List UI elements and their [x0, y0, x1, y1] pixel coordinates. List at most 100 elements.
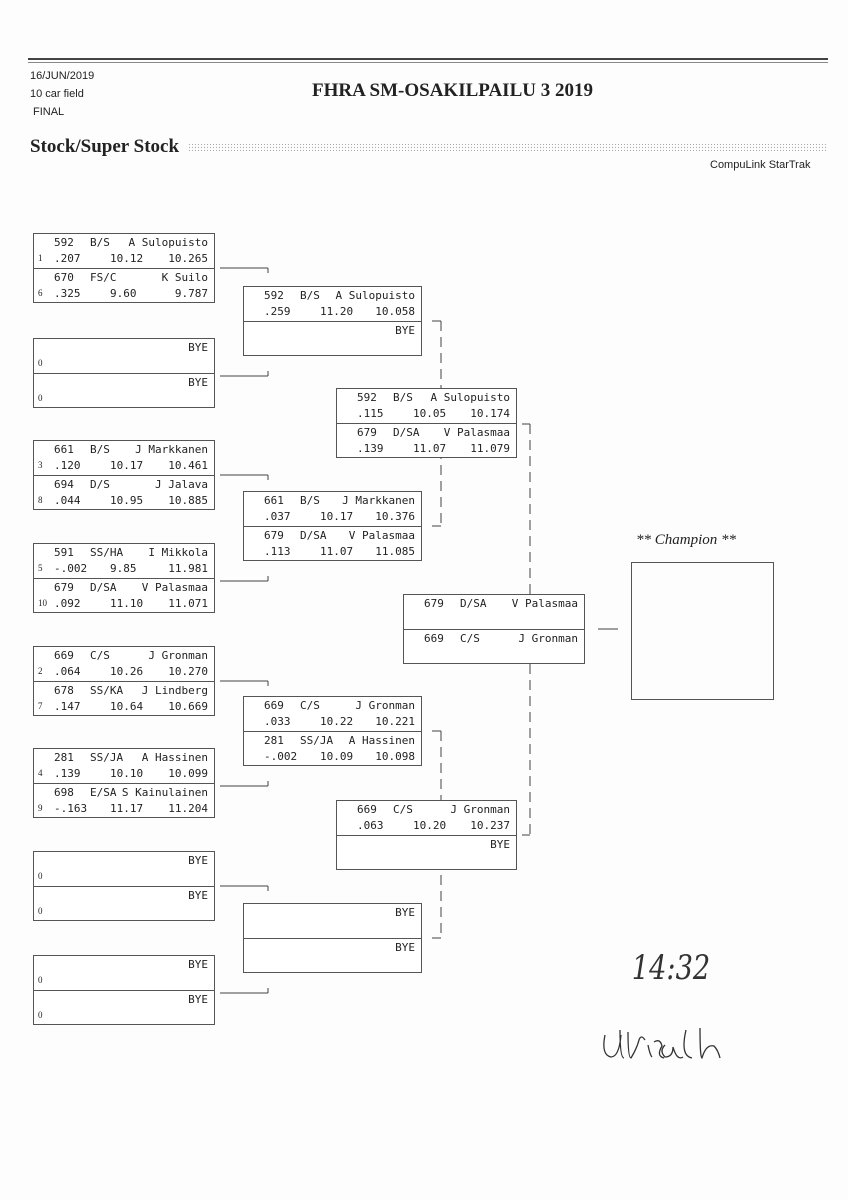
dial-time: 9.787	[174, 287, 208, 300]
driver-name: A Sulopuisto	[335, 289, 415, 302]
top-rule-thin	[28, 62, 828, 63]
car-class: C/S	[300, 699, 320, 712]
dial-time: 10.265	[168, 252, 208, 265]
page-title: FHRA SM-OSAKILPAILU 3 2019	[312, 80, 593, 101]
handwritten-time: 14:32	[631, 948, 711, 988]
lane: BYE	[244, 938, 421, 972]
driver-name: BYE	[188, 341, 208, 354]
car-class: FS/C	[90, 271, 117, 284]
reaction-time: .092	[54, 597, 81, 610]
driver-name: BYE	[395, 324, 415, 337]
champion-label: ** Champion **	[636, 532, 737, 548]
car-number: 669	[357, 803, 377, 816]
reaction-time: .120	[54, 459, 81, 472]
dial-time: 10.174	[470, 407, 510, 420]
reaction-time: .063	[357, 819, 384, 832]
reaction-time: .139	[357, 442, 384, 455]
seed-number: 3	[38, 460, 43, 470]
car-class: SS/HA	[90, 546, 124, 559]
dial-time: 10.885	[168, 494, 208, 507]
driver-name: BYE	[188, 993, 208, 1006]
driver-name: V Palasmaa	[348, 529, 415, 542]
driver-name: V Palasmaa	[141, 581, 208, 594]
driver-name: J Gronman	[355, 699, 415, 712]
elapsed-time: 10.10	[110, 767, 144, 780]
driver-name: J Gronman	[450, 803, 510, 816]
driver-name: J Markkanen	[342, 494, 415, 507]
seed-number: 0	[38, 871, 43, 881]
car-class: SS/KA	[90, 684, 124, 697]
car-number: 592	[54, 236, 74, 249]
elapsed-time: 9.60	[110, 287, 137, 300]
lane: BYE 0	[34, 956, 214, 990]
seed-number: 5	[38, 563, 43, 573]
software-label: CompuLink StarTrak	[710, 159, 811, 171]
driver-name: S Kainulainen	[121, 786, 208, 799]
car-number: 679	[54, 581, 74, 594]
elapsed-time: 10.17	[320, 510, 354, 523]
seed-number: 0	[38, 1010, 43, 1020]
car-number: 669	[424, 632, 444, 645]
car-number: 661	[264, 494, 284, 507]
dial-time: 10.237	[470, 819, 510, 832]
driver-name: BYE	[188, 854, 208, 867]
dial-time: 11.085	[375, 545, 415, 558]
elapsed-time: 10.12	[110, 252, 144, 265]
car-class: SS/JA	[300, 734, 334, 747]
seed-number: 8	[38, 495, 43, 505]
seed-number: 1	[38, 253, 43, 263]
reaction-time: -.002	[264, 750, 298, 763]
car-number: 679	[424, 597, 444, 610]
dial-time: 10.270	[168, 665, 208, 678]
driver-name: BYE	[188, 958, 208, 971]
driver-name: A Sulopuisto	[430, 391, 510, 404]
event-date: 16/JUN/2019	[30, 70, 95, 82]
dial-time: 10.669	[168, 700, 208, 713]
elapsed-time: 11.17	[110, 802, 144, 815]
dial-time: 10.461	[168, 459, 208, 472]
car-class: B/S	[300, 289, 320, 302]
reaction-time: .037	[264, 510, 291, 523]
car-number: 678	[54, 684, 74, 697]
car-class: D/SA	[393, 426, 420, 439]
driver-name: J Markkanen	[135, 443, 208, 456]
driver-name: I Mikkola	[148, 546, 208, 559]
car-number: 698	[54, 786, 74, 799]
elapsed-time: 9.85	[110, 562, 137, 575]
car-class: C/S	[393, 803, 413, 816]
dial-time: 10.099	[168, 767, 208, 780]
seed-number: 7	[38, 701, 43, 711]
seed-number: 0	[38, 906, 43, 916]
car-number: 592	[264, 289, 284, 302]
driver-name: K Suilo	[161, 271, 208, 284]
elapsed-time: 11.10	[110, 597, 144, 610]
car-number: 281	[54, 751, 74, 764]
lane: BYE 0	[34, 339, 214, 373]
elapsed-time: 10.20	[413, 819, 447, 832]
seed-number: 0	[38, 358, 43, 368]
reaction-time: -.002	[54, 562, 88, 575]
seed-number: 0	[38, 975, 43, 985]
reaction-time: .033	[264, 715, 291, 728]
top-rule	[28, 58, 828, 60]
